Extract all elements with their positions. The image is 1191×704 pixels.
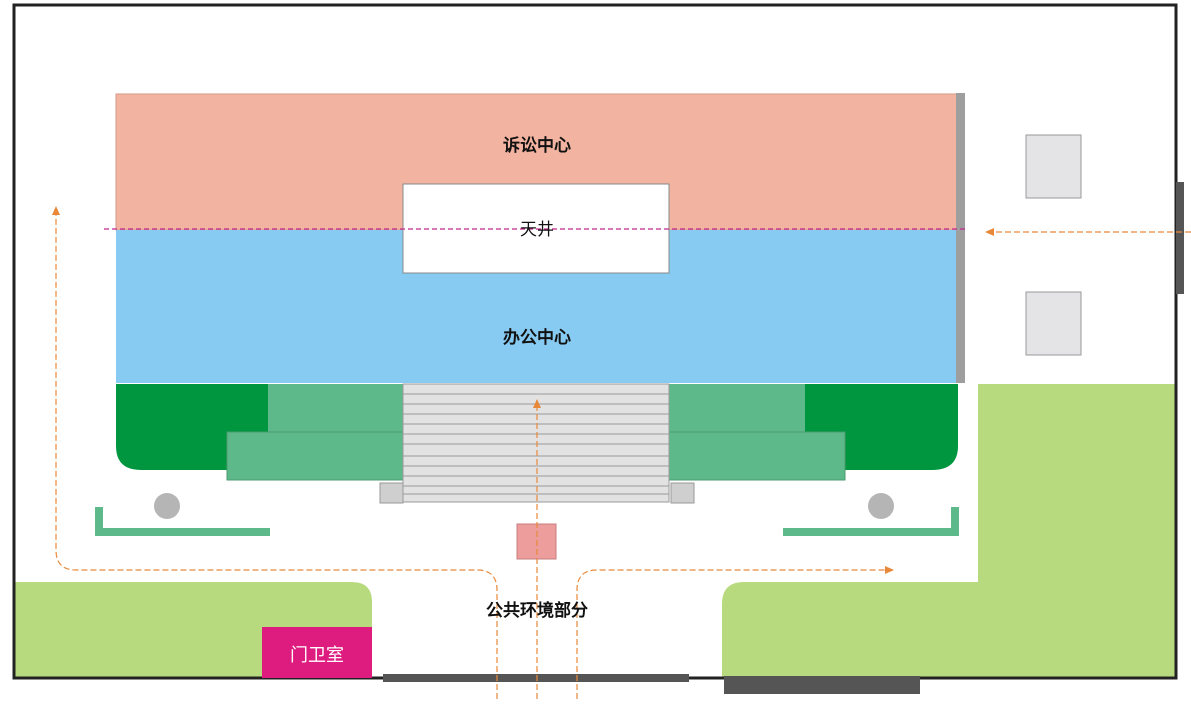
office-center-label: 办公中心: [503, 327, 571, 348]
parking-pad-upper: [1025, 134, 1082, 199]
planter-mid-right-lower: [668, 431, 846, 481]
tree-right: [868, 493, 894, 519]
gate-main[interactable]: [383, 674, 689, 682]
atrium-label: 天井: [520, 220, 554, 240]
lawn-bottom-right: [722, 582, 978, 678]
parking-pad-lower: [1025, 291, 1082, 356]
guard-room-label: 门卫室: [290, 645, 344, 666]
stair-pedestal-left: [379, 482, 404, 504]
planter-wall-right: [783, 507, 959, 536]
tree-left: [154, 493, 180, 519]
planter-mid-left-upper: [268, 384, 403, 432]
planter-mid-right-upper: [669, 384, 805, 432]
flow-arrows: [52, 206, 1191, 699]
flow-arrow-left: [52, 206, 498, 699]
planter-mid-left-lower: [226, 431, 404, 481]
east-facade: [956, 93, 965, 383]
public-environment-label: 公共环境部分: [486, 600, 588, 621]
gate-secondary[interactable]: [724, 676, 920, 694]
planter-wall-left: [95, 507, 270, 536]
main-stairs: [402, 383, 670, 503]
guard-room: [262, 627, 372, 678]
litigation-center-label: 诉讼中心: [503, 135, 571, 156]
flow-arrow-right: [576, 566, 894, 699]
lawn-right: [978, 384, 1177, 678]
gate-east[interactable]: [1176, 182, 1184, 294]
stair-pedestal-right: [670, 482, 695, 504]
